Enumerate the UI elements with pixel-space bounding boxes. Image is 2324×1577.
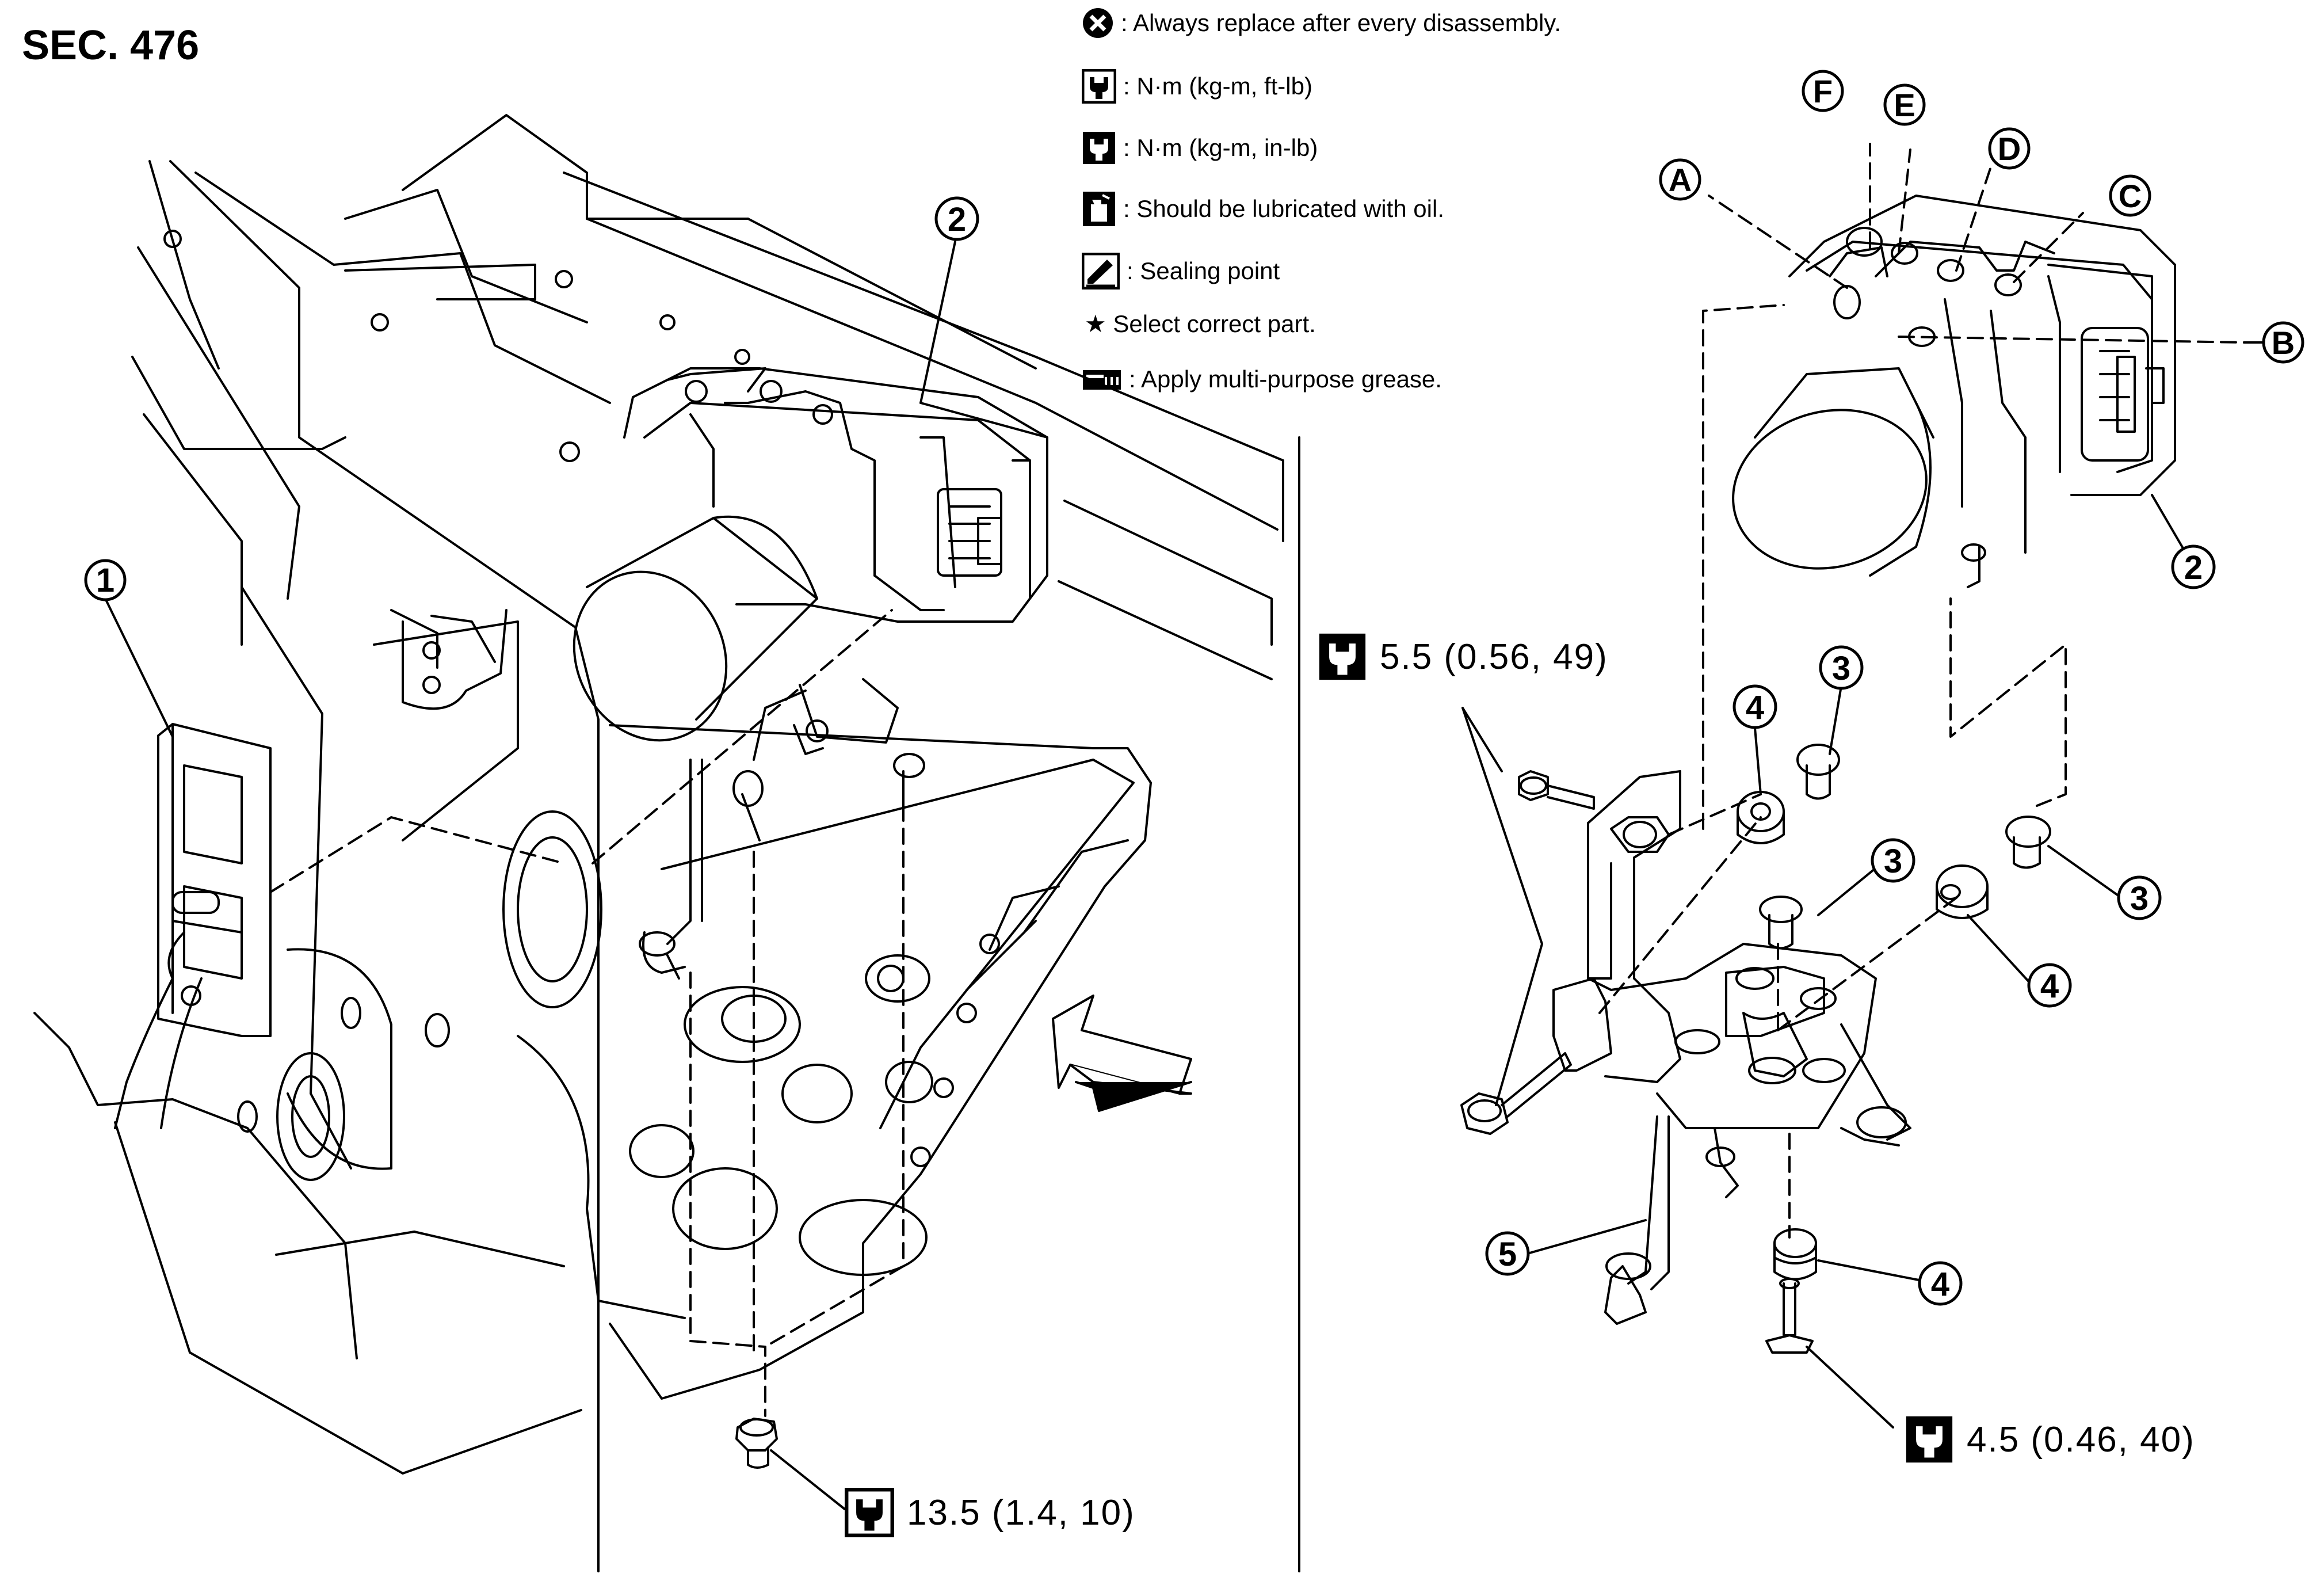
collar-3-b — [1759, 896, 1803, 950]
legend-text-ftlb: : N·m (kg-m, ft-lb) — [1123, 73, 1312, 100]
x-circle-icon — [1083, 8, 1113, 38]
torque-lower-bolt: 4.5 (0.46, 40) — [1905, 1415, 2195, 1464]
legend-row-replace: : Always replace after every disassembly… — [1082, 3, 1561, 43]
legend-row-select: ★ Select correct part. — [1085, 303, 1316, 344]
torque-upper-value: 5.5 (0.56, 49) — [1380, 637, 1608, 677]
callout-2-left: 2 — [934, 196, 979, 241]
svg-text:3: 3 — [1884, 843, 1902, 880]
callout-2-right: 2 — [2171, 544, 2216, 589]
bottom-bolt-right — [1765, 1278, 1814, 1354]
legend-row-inlb: : N·m (kg-m, in-lb) — [1082, 128, 1318, 168]
legend-row-grease: : Apply multi-purpose grease. — [1082, 359, 1442, 399]
svg-text:1: 1 — [96, 562, 115, 599]
callout-4-a: 4 — [1732, 684, 1777, 729]
collar-3-a — [1796, 744, 1840, 800]
oil-can-icon — [1083, 192, 1115, 226]
sealant-icon — [1082, 253, 1120, 290]
svg-text:A: A — [1669, 162, 1692, 198]
svg-text:4: 4 — [1746, 689, 1764, 726]
legend-row-seal: : Sealing point — [1082, 251, 1280, 291]
legend-text-grease: : Apply multi-purpose grease. — [1129, 365, 1442, 393]
callout-3-a: 3 — [1819, 645, 1864, 690]
vehicle-body — [33, 114, 1284, 1572]
svg-text:F: F — [1813, 73, 1833, 109]
torque-lower-value: 4.5 (0.46, 40) — [1967, 1419, 2195, 1460]
part-2-abs-actuator-left — [573, 367, 1048, 980]
part-1-bracket — [114, 723, 272, 1129]
torque-nut: 13.5 (1.4, 10) — [845, 1488, 1135, 1537]
torque-nut-value: 13.5 (1.4, 10) — [907, 1492, 1135, 1533]
legend-text-replace: : Always replace after every disassembly… — [1121, 9, 1561, 36]
legend-row-oil: : Should be lubricated with oil. — [1082, 189, 1444, 229]
legend-text-seal: : Sealing point — [1127, 257, 1280, 284]
cowl-plate — [609, 724, 1152, 1400]
callout-5: 5 — [1485, 1231, 1530, 1276]
callout-1: 1 — [84, 559, 127, 601]
svg-text:5: 5 — [1498, 1236, 1517, 1273]
bracket-bolt-upper — [1518, 770, 1595, 810]
callout-3-c: 3 — [2117, 875, 2162, 920]
flange-nut-left — [735, 1418, 778, 1469]
bracket-bolt-lower — [1460, 1052, 1572, 1135]
dashed-guides-left — [269, 609, 905, 1417]
callout-E: E — [1883, 83, 1926, 126]
part-2-abs-actuator-right — [1732, 195, 2176, 588]
section-label: SEC. 476 — [22, 22, 200, 68]
svg-text:2: 2 — [948, 201, 966, 238]
legend-text-inlb: : N·m (kg-m, in-lb) — [1123, 134, 1318, 161]
svg-text:3: 3 — [2130, 880, 2149, 917]
svg-text:C: C — [2119, 178, 2142, 214]
legend-text-oil: : Should be lubricated with oil. — [1123, 195, 1444, 222]
part-5-bracket — [1552, 770, 1911, 1325]
callout-B: B — [2262, 321, 2304, 364]
torque-upper-bolt: 5.5 (0.56, 49) — [1318, 632, 1608, 681]
svg-text:2: 2 — [2184, 549, 2203, 586]
dashed-guides-right — [1598, 143, 2245, 1239]
torque-wrench-icon — [845, 1488, 894, 1537]
leader-lines — [104, 241, 2268, 1510]
svg-text:B: B — [2272, 325, 2295, 361]
legend-row-ftlb: : N·m (kg-m, ft-lb) — [1082, 66, 1312, 106]
callout-D: D — [1988, 127, 2031, 170]
callout-F: F — [1802, 70, 1844, 112]
svg-text:E: E — [1894, 87, 1915, 123]
svg-text:4: 4 — [1931, 1266, 1949, 1303]
svg-text:4: 4 — [2040, 967, 2059, 1005]
torque-wrench-filled-icon — [1906, 1416, 1953, 1463]
callout-4-c: 4 — [1918, 1261, 1963, 1306]
callout-4-b: 4 — [2027, 963, 2072, 1008]
legend-text-select: ★ Select correct part. — [1085, 310, 1316, 337]
torque-wrench-filled-icon — [1319, 633, 1366, 680]
callout-A: A — [1659, 158, 1701, 201]
grommet-4-c — [1773, 1228, 1817, 1281]
svg-text:D: D — [1998, 131, 2021, 167]
callout-C: C — [2109, 174, 2151, 217]
torque-wrench-filled-icon — [1083, 132, 1115, 164]
callout-3-b: 3 — [1871, 838, 1915, 883]
torque-wrench-icon — [1082, 69, 1116, 104]
collar-3-c — [2005, 816, 2051, 869]
front-direction-arrow — [1052, 995, 1192, 1112]
svg-text:3: 3 — [1832, 650, 1850, 687]
grommet-4-b — [1936, 864, 1989, 919]
